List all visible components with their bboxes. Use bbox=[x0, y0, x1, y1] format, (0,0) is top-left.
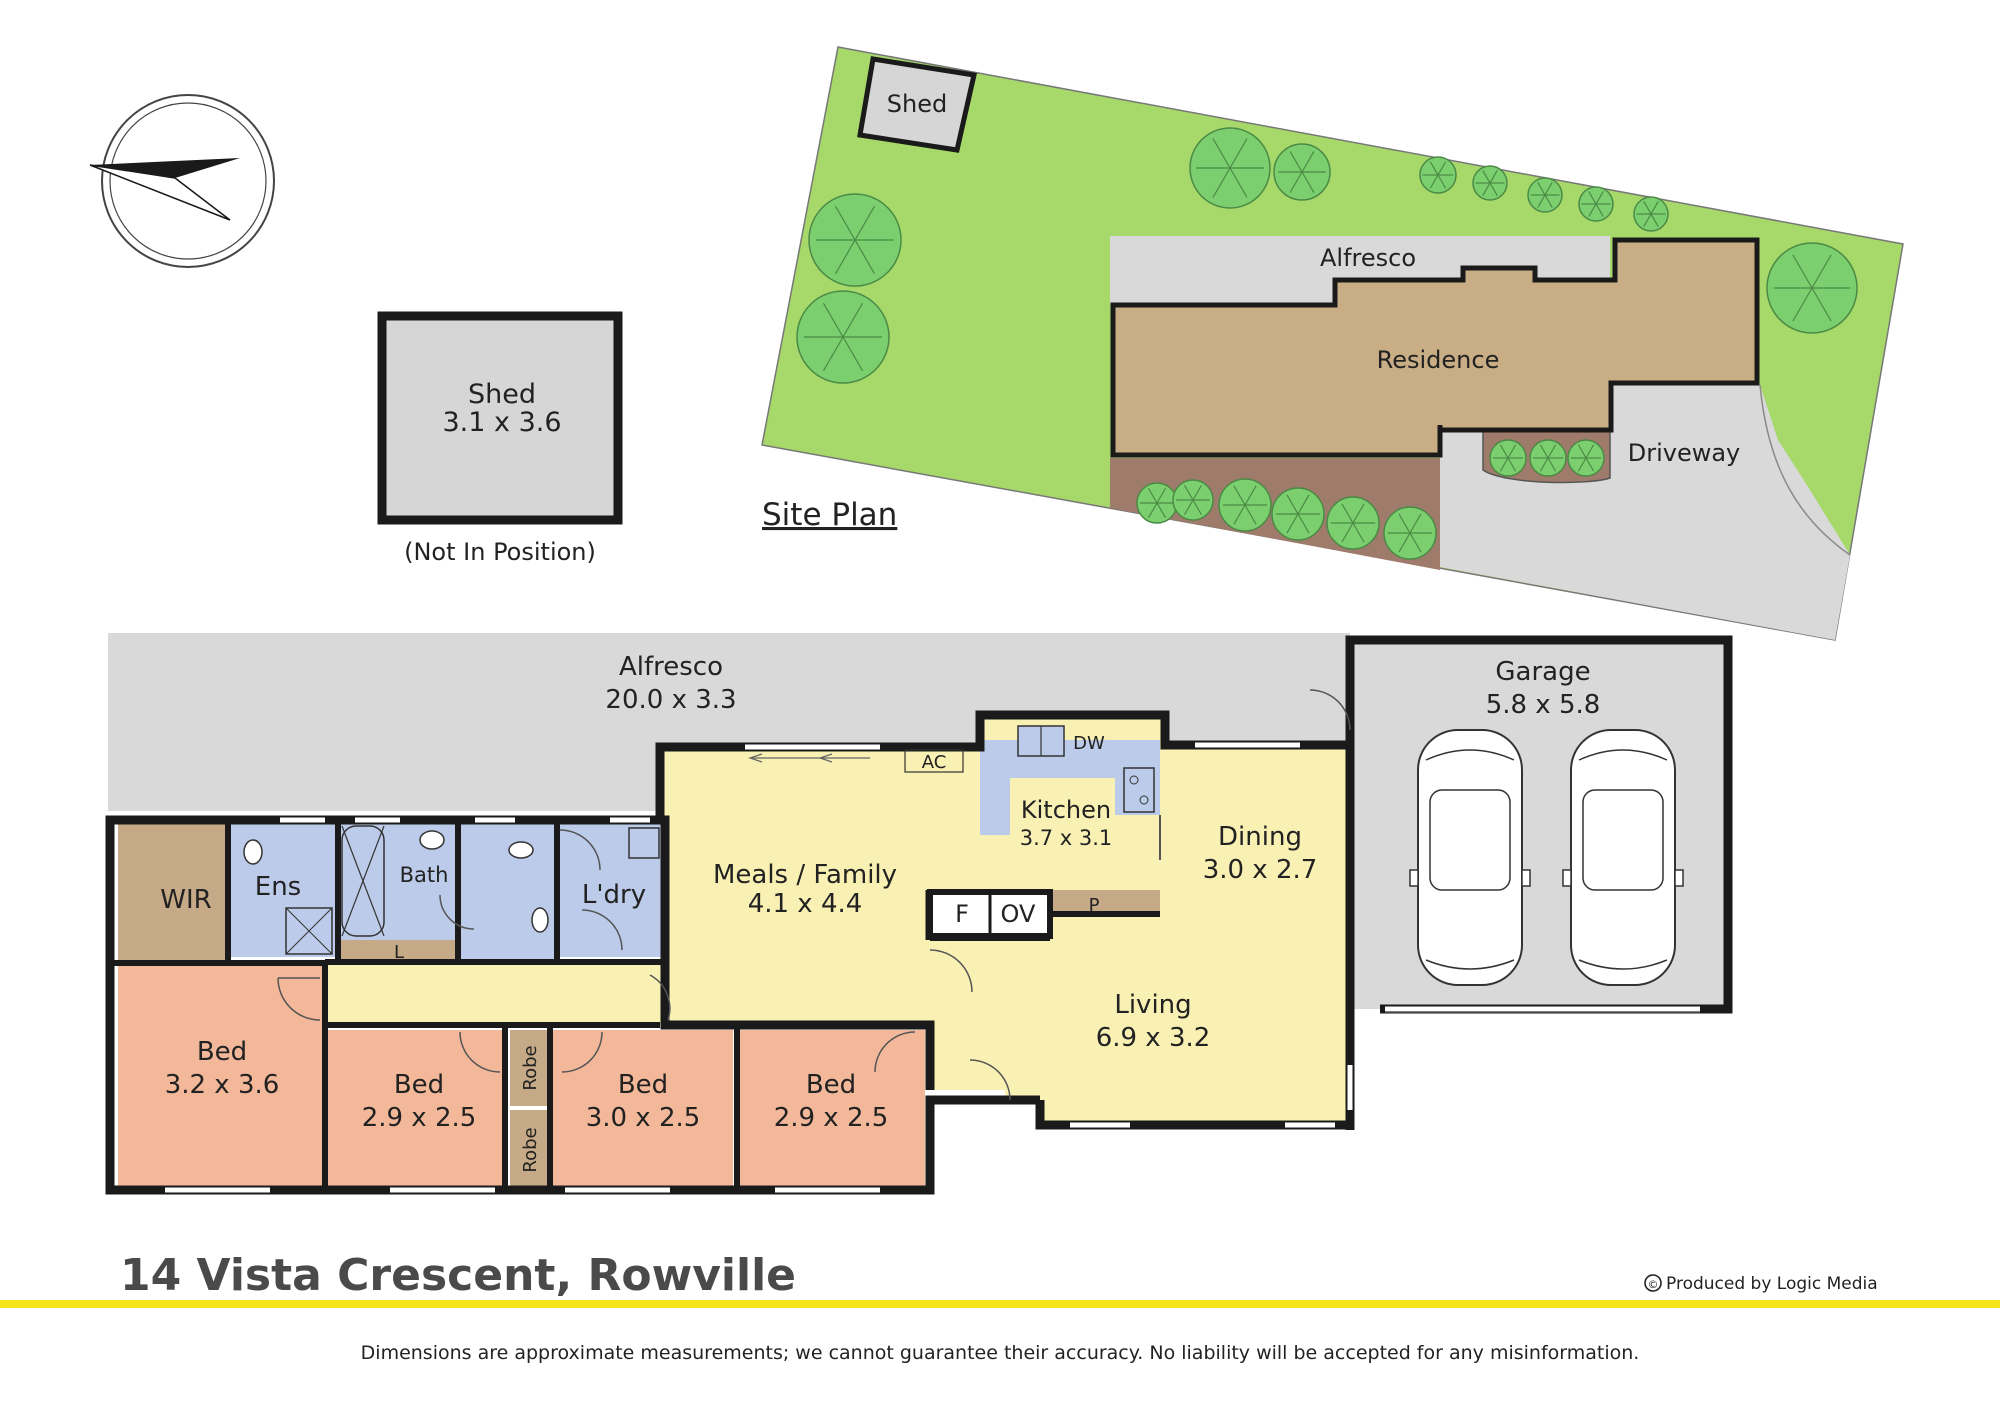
linen-area bbox=[340, 940, 458, 962]
tree-icon bbox=[1383, 506, 1437, 560]
kitchen-name: Kitchen bbox=[1021, 796, 1111, 824]
shed-detail-note: (Not In Position) bbox=[404, 538, 596, 566]
site-shed-label: Shed bbox=[887, 90, 947, 118]
living-size: 6.9 x 3.2 bbox=[1096, 1023, 1211, 1053]
site-plan-heading: Site Plan bbox=[762, 497, 897, 533]
hallway bbox=[325, 962, 665, 1024]
tree-icon bbox=[1172, 479, 1214, 521]
shed-detail-size: 3.1 x 3.6 bbox=[442, 407, 561, 438]
tree-icon bbox=[1527, 177, 1563, 213]
oven-label: OV bbox=[1001, 900, 1036, 928]
tree-icon bbox=[1136, 482, 1178, 524]
car-icon bbox=[1562, 729, 1684, 986]
tree-icon bbox=[1766, 242, 1858, 334]
floor-plan bbox=[105, 633, 1733, 1195]
bed-3-area bbox=[553, 1030, 733, 1190]
tree-icon bbox=[1271, 487, 1325, 541]
bed-master-size: 3.2 x 3.6 bbox=[165, 1070, 280, 1100]
robe-1-label: Robe bbox=[520, 1045, 541, 1090]
fridge-label: F bbox=[955, 900, 969, 928]
linen-label: L bbox=[394, 942, 404, 963]
bath-label: Bath bbox=[400, 863, 449, 887]
laundry-label: L'dry bbox=[582, 880, 646, 910]
dining-name: Dining bbox=[1218, 822, 1302, 852]
copyright-icon: © bbox=[1644, 1274, 1662, 1292]
alfresco-name: Alfresco bbox=[619, 652, 723, 682]
bed-2-area bbox=[327, 1030, 507, 1190]
tree-icon bbox=[1567, 439, 1605, 477]
site-residence-label: Residence bbox=[1377, 346, 1500, 374]
tree-icon bbox=[808, 193, 902, 287]
bed-master-area bbox=[118, 965, 323, 1190]
kitchen-size: 3.7 x 3.1 bbox=[1020, 826, 1113, 850]
alfresco-size: 20.0 x 3.3 bbox=[605, 685, 736, 715]
garage-name: Garage bbox=[1495, 657, 1590, 687]
tree-icon bbox=[1633, 196, 1669, 232]
aircon-label: AC bbox=[922, 752, 947, 773]
bed-4-area bbox=[740, 1030, 925, 1190]
robe-2-area bbox=[510, 1110, 548, 1190]
tree-icon bbox=[1326, 496, 1380, 550]
windows bbox=[165, 742, 1353, 1193]
tree-icon bbox=[1529, 439, 1567, 477]
tree-icon bbox=[1489, 439, 1527, 477]
robe-1-area bbox=[510, 1030, 548, 1106]
tree-icon bbox=[1189, 127, 1271, 209]
bed-2-size: 2.9 x 2.5 bbox=[362, 1103, 477, 1133]
tree-icon bbox=[796, 290, 890, 384]
bed-2-name: Bed bbox=[394, 1070, 444, 1100]
site-alfresco-label: Alfresco bbox=[1320, 244, 1416, 272]
garage-size: 5.8 x 5.8 bbox=[1486, 690, 1601, 720]
ens-label: Ens bbox=[255, 872, 301, 902]
bed-3-name: Bed bbox=[618, 1070, 668, 1100]
kitchen-bench bbox=[980, 740, 1160, 835]
wir-label: WIR bbox=[160, 885, 211, 915]
dishwasher-label: DW bbox=[1073, 733, 1105, 754]
tree-icon bbox=[1472, 165, 1508, 201]
dining-size: 3.0 x 2.7 bbox=[1203, 855, 1318, 885]
meals-family-name: Meals / Family bbox=[713, 860, 897, 890]
producer-credit: Produced by Logic Media bbox=[1666, 1274, 1878, 1294]
footer-accent-bar bbox=[0, 1300, 2000, 1308]
tree-icon bbox=[1273, 143, 1331, 201]
svg-text:©: © bbox=[1648, 1278, 1659, 1291]
garage-cars bbox=[1409, 729, 1684, 986]
bed-4-size: 2.9 x 2.5 bbox=[774, 1103, 889, 1133]
tree-icon bbox=[1419, 156, 1457, 194]
meals-family-size: 4.1 x 4.4 bbox=[748, 889, 863, 919]
pantry-label: P bbox=[1089, 895, 1100, 916]
tree-icon bbox=[1578, 186, 1614, 222]
property-address-title: 14 Vista Crescent, Rowville bbox=[120, 1250, 796, 1301]
car-icon bbox=[1409, 729, 1531, 986]
shed-detail-name: Shed bbox=[468, 379, 536, 410]
tree-icon bbox=[1218, 478, 1272, 532]
site-plan: Shed Alfresco Residence Driveway bbox=[761, 46, 1904, 641]
bed-3-size: 3.0 x 2.5 bbox=[586, 1103, 701, 1133]
living-name: Living bbox=[1114, 990, 1191, 1020]
shed-detail: Shed 3.1 x 3.6 (Not In Position) bbox=[377, 311, 623, 566]
bed-master-name: Bed bbox=[197, 1037, 247, 1067]
bed-4-name: Bed bbox=[806, 1070, 856, 1100]
disclaimer-text: Dimensions are approximate measurements;… bbox=[361, 1342, 1640, 1364]
robe-2-label: Robe bbox=[520, 1127, 541, 1172]
site-trees bbox=[796, 127, 1858, 560]
wir-area bbox=[118, 823, 228, 961]
compass-icon bbox=[89, 94, 275, 268]
site-driveway-label: Driveway bbox=[1628, 439, 1741, 467]
